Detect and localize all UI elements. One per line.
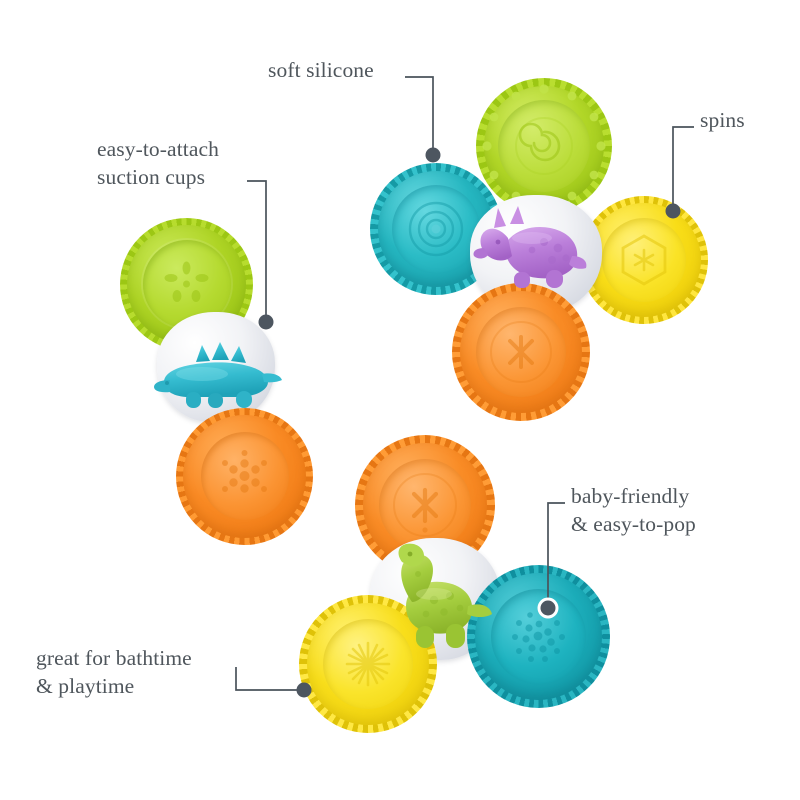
leader-dot-easy-to-attach-suction-cups [258, 314, 274, 330]
leader-line-easy-to-attach-suction-cups [247, 180, 267, 322]
orange-suction-cup [452, 283, 590, 421]
flower-dots-motif [222, 450, 267, 493]
leader-dot-spins [665, 203, 681, 219]
green-suction-cup [120, 218, 253, 351]
cup-inner-well [498, 100, 590, 192]
leader-dot-baby-friendly-easy-to-pop [540, 600, 556, 616]
leader-line-baby-friendly-easy-to-pop [547, 502, 565, 608]
triceratops-figure [472, 198, 588, 292]
orange-suction-cup [176, 408, 313, 545]
leader-line-great-for-bathtime-playtime [235, 667, 304, 691]
leader-line-spins [672, 126, 694, 211]
hex-star-motif [621, 234, 667, 286]
cross-star-motif [490, 321, 552, 383]
petal-dots-motif [164, 261, 209, 302]
leader-dot-soft-silicone [425, 147, 441, 163]
spiral-motif [515, 117, 573, 175]
green-suction-cup [476, 78, 612, 214]
label-baby-friendly-easy-to-pop: baby-friendly & easy-to-pop [571, 484, 696, 536]
label-great-for-bathtime-playtime: great for bathtime & playtime [36, 646, 192, 698]
cup-inner-well [201, 432, 289, 520]
yellow-suction-cup [580, 196, 708, 324]
dot-swirl-motif [512, 612, 565, 662]
leader-dot-great-for-bathtime-playtime [296, 682, 312, 698]
starburst-motif [345, 641, 391, 687]
label-spins: spins [700, 108, 745, 132]
label-soft-silicone: soft silicone [268, 58, 374, 82]
concentric-rings-motif [408, 201, 464, 257]
leader-line-soft-silicone [405, 76, 434, 155]
cross-star-motif [393, 473, 457, 537]
cup-inner-well [476, 307, 566, 397]
teal-suction-cup [467, 565, 610, 708]
cup-inner-well [379, 459, 471, 551]
stegosaurus-figure [150, 330, 285, 410]
label-easy-to-attach-suction-cups: easy-to-attach suction cups [97, 137, 219, 189]
brontosaurus-figure [372, 540, 494, 658]
